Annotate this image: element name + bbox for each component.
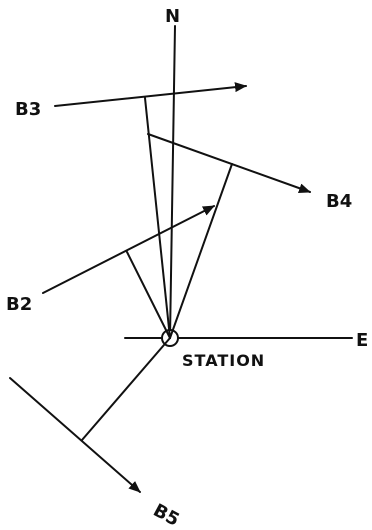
north-axis [169, 25, 176, 339]
north-label: N [165, 6, 180, 27]
bearing-b3-label: B3 [15, 99, 41, 120]
bearing-b4-line [147, 133, 311, 193]
bearing-b5-label: B5 [150, 500, 183, 530]
bearing-b2-line [42, 205, 215, 294]
bearing-b2-label: B2 [6, 294, 32, 315]
bearing-b4-perpendicular [169, 163, 233, 339]
station-label: STATION [182, 351, 265, 370]
bearing-b3-perpendicular [144, 97, 171, 339]
bearing-b2-perpendicular [126, 251, 171, 339]
bearing-b5-perpendicular [81, 337, 171, 441]
bearing-b5-line [9, 377, 141, 493]
bearing-b3-line [54, 82, 247, 107]
bearing-b4-label: B4 [326, 191, 352, 212]
east-label: E [356, 330, 368, 351]
